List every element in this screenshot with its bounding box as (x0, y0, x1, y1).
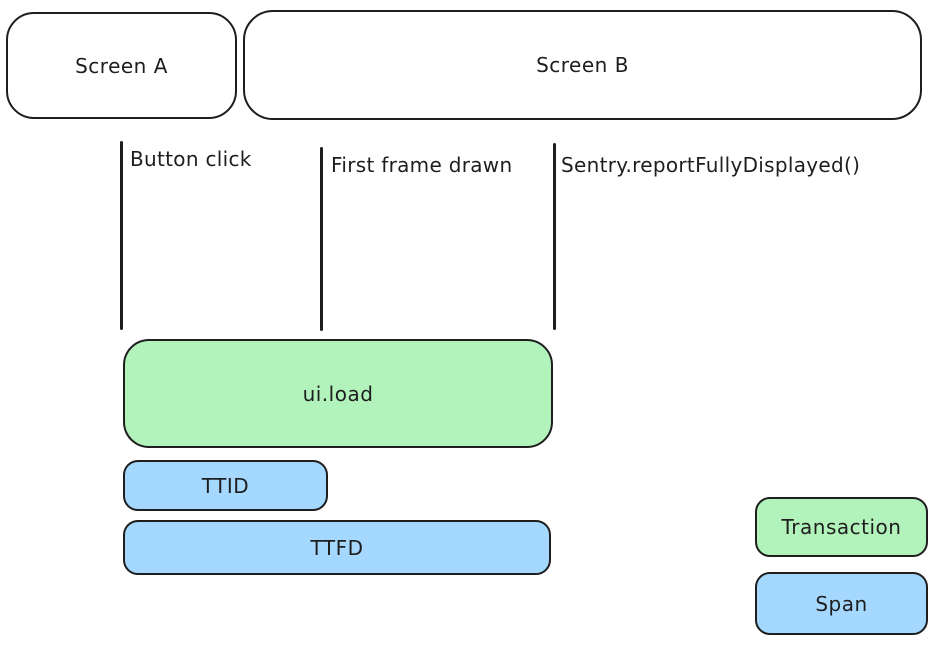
legend-span-box: Span (755, 572, 928, 635)
ttid-label: TTID (201, 473, 250, 498)
ui-load-label: ui.load (302, 381, 374, 406)
screen-a-box: Screen A (6, 12, 237, 119)
legend-transaction-box: Transaction (755, 497, 928, 557)
ttfd-span-bar: TTFD (123, 520, 551, 575)
ui-load-transaction-bar: ui.load (123, 339, 553, 448)
screen-b-label: Screen B (536, 53, 629, 77)
ttid-span-bar: TTID (123, 460, 328, 511)
screen-a-label: Screen A (75, 53, 168, 78)
ttfd-label: TTFD (310, 535, 364, 560)
legend-span-label: Span (815, 591, 868, 616)
event-label-button-click: Button click (130, 147, 252, 171)
event-line-button-click (120, 141, 123, 330)
event-label-report-fully-displayed: Sentry.reportFullyDisplayed() (561, 153, 861, 177)
event-label-first-frame-drawn: First frame drawn (331, 153, 513, 177)
screen-b-box: Screen B (243, 10, 922, 120)
event-line-report-fully-displayed (553, 143, 556, 330)
legend-transaction-label: Transaction (781, 515, 902, 539)
event-line-first-frame-drawn (320, 147, 323, 331)
